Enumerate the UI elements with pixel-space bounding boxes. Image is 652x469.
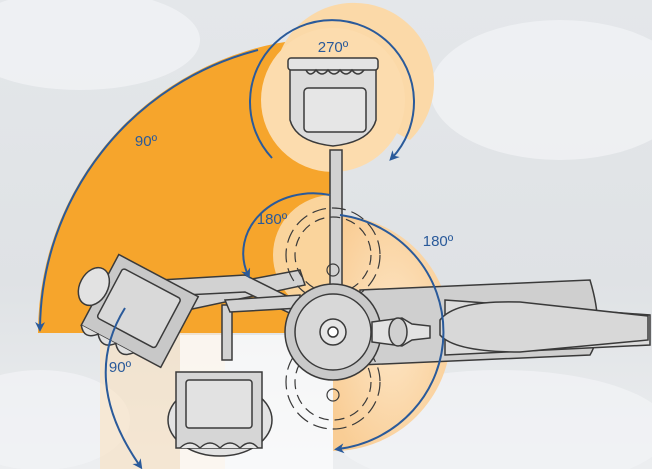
hub [284, 283, 431, 381]
head-bottom [167, 371, 273, 457]
arrow-90-lower [104, 307, 143, 469]
label-90-upper: 90º [135, 133, 158, 150]
sector-90-upper [38, 38, 333, 333]
label-180-right: 180º [423, 233, 454, 250]
label-90-lower: 90º [109, 359, 132, 376]
arrow-90-upper [35, 49, 259, 332]
label-180-left: 180º [257, 211, 288, 228]
arrow-270-top [249, 19, 415, 161]
label-270-top: 270º [318, 39, 349, 56]
rotation-circles [285, 207, 381, 430]
handle-arm [359, 279, 651, 366]
arrows [35, 19, 445, 469]
head-top [287, 57, 379, 147]
arrow-180-left [240, 192, 331, 279]
arrow-180-right [334, 214, 445, 454]
